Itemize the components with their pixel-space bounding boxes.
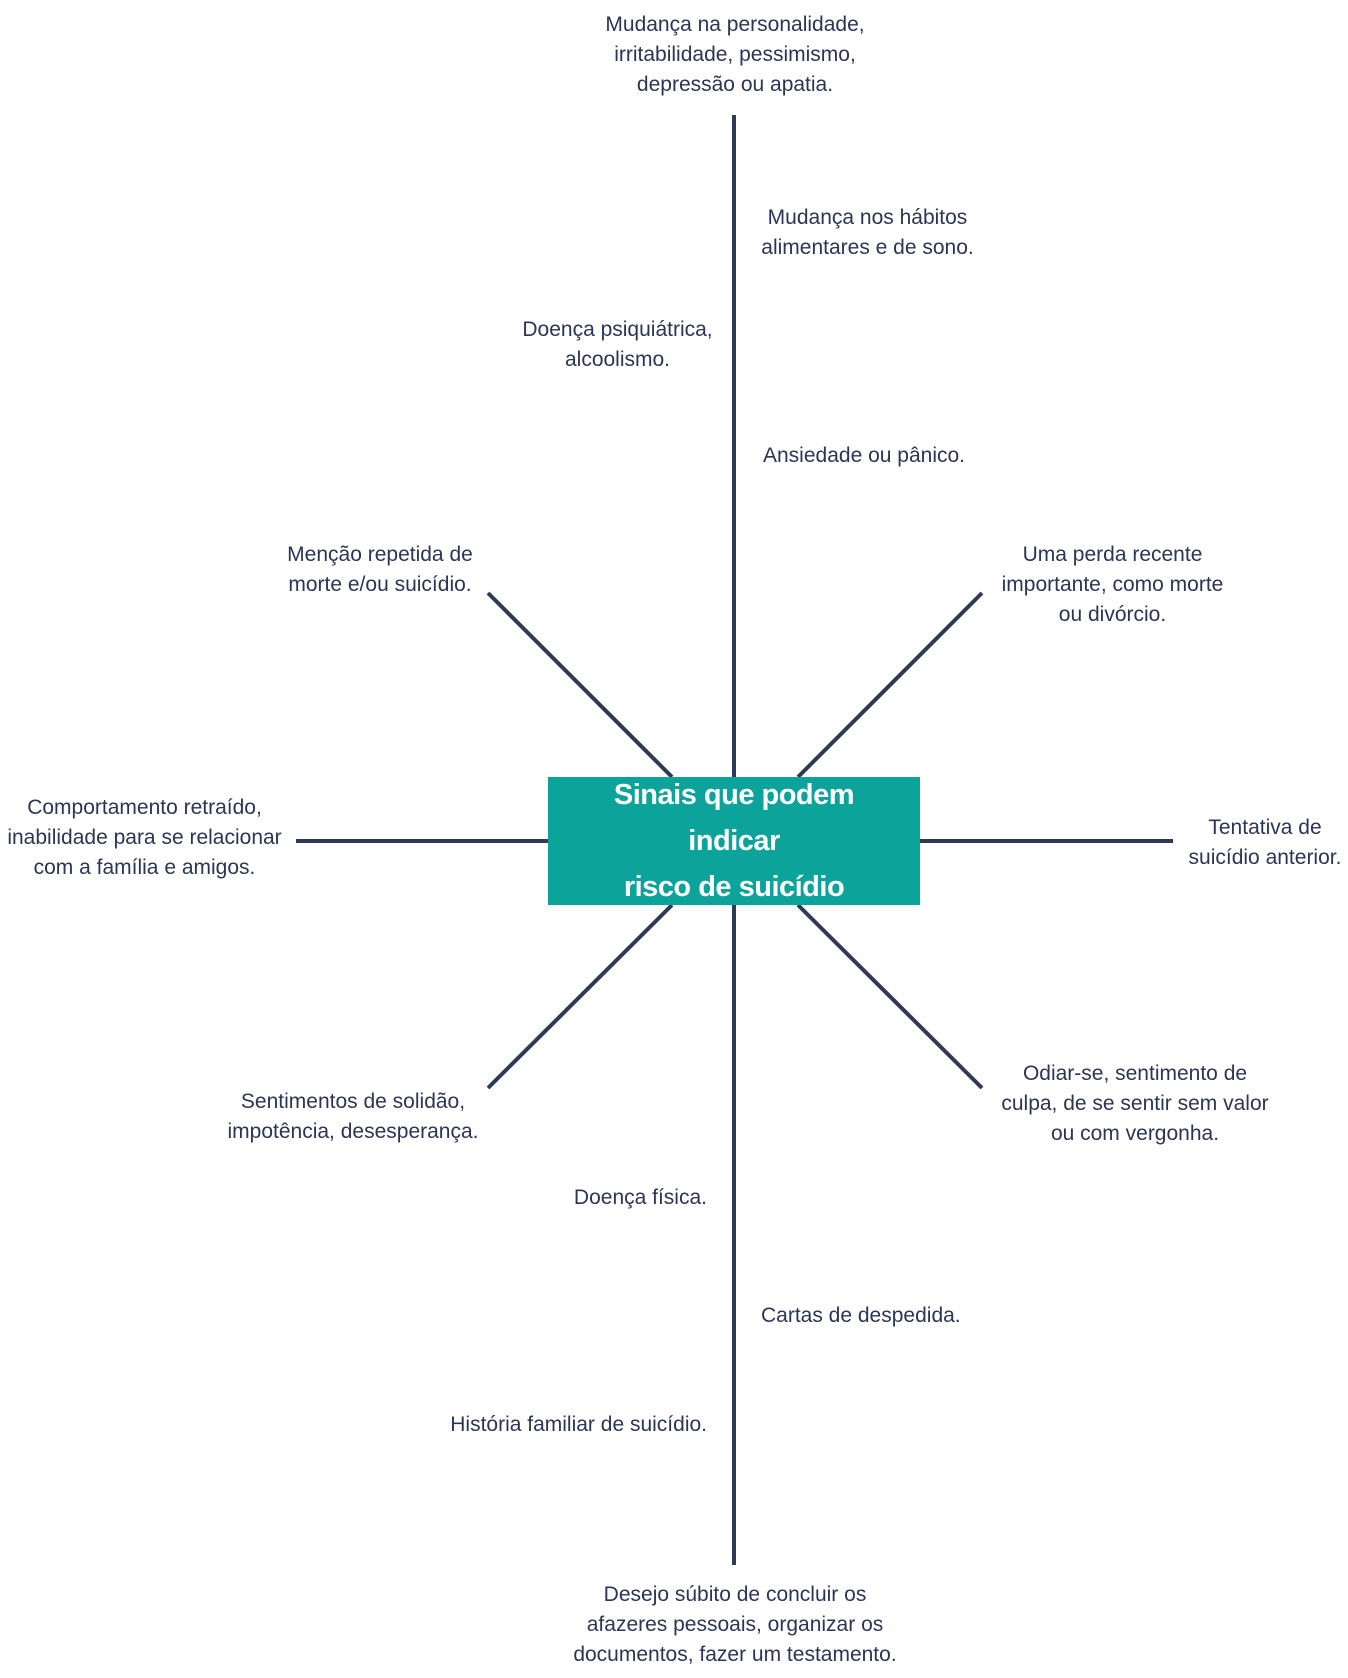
sign-farewell-letters: Cartas de despedida.: [761, 1304, 961, 1327]
sign-sudden-desire: Desejo súbito de concluir os afazeres pe…: [573, 1583, 897, 1666]
central-topic-line2: risco de suicídio: [623, 871, 845, 903]
sign-self-hate: Odiar-se, sentimento de culpa, de se sen…: [1001, 1062, 1269, 1145]
central-topic: Sinais que podem indicar risco de suicíd…: [548, 777, 920, 905]
sign-psychiatric-illness: Doença psiquiátrica, alcoolismo.: [522, 318, 713, 371]
spoke-lower-right: [796, 903, 984, 1090]
spoke-upper-right: [796, 591, 984, 779]
sign-mention-death: Menção repetida de morte e/ou suicídio.: [287, 543, 473, 596]
sign-loneliness: Sentimentos de solidão, impotência, dese…: [227, 1090, 479, 1143]
sign-anxiety: Ansiedade ou pânico.: [763, 444, 965, 467]
sign-previous-attempt: Tentativa de suicídio anterior.: [1188, 816, 1342, 869]
spoke-lower-left: [486, 903, 674, 1090]
sign-habit-change: Mudança nos hábitos alimentares e de son…: [761, 206, 974, 259]
sign-personality-change: Mudança na personalidade, irritabilidade…: [605, 13, 865, 96]
spoke-upper-left: [486, 591, 674, 779]
central-topic-line1: Sinais que podem indicar: [613, 779, 855, 857]
sign-recent-loss: Uma perda recente importante, como morte…: [1001, 543, 1224, 626]
sign-physical-illness: Doença física.: [573, 1186, 707, 1209]
sign-withdrawn-behavior: Comportamento retraído, inabilidade para…: [7, 796, 282, 879]
central-topic-title: Sinais que podem indicar risco de suicíd…: [572, 772, 896, 910]
sign-family-history: História familiar de suicídio.: [450, 1413, 707, 1436]
